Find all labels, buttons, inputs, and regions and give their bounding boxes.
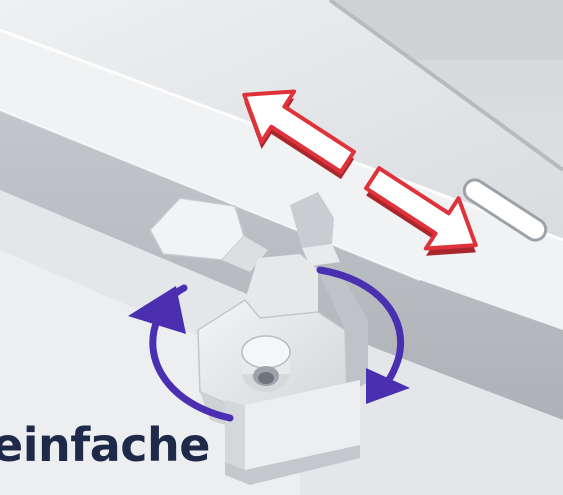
rotate-arrowhead-right <box>366 368 410 404</box>
caption-text: einfache <box>0 418 210 472</box>
rail-slot <box>462 178 548 242</box>
double-headed-arrow-icon <box>242 89 478 256</box>
clamp-body <box>197 254 368 485</box>
slide-arrow-right <box>364 166 478 251</box>
rotate-arrowhead-left <box>128 286 186 334</box>
clamp-bolt <box>241 335 291 392</box>
rail-flange <box>0 30 563 330</box>
rotate-arrows-icon <box>128 266 410 422</box>
slide-arrow-left <box>242 89 356 174</box>
